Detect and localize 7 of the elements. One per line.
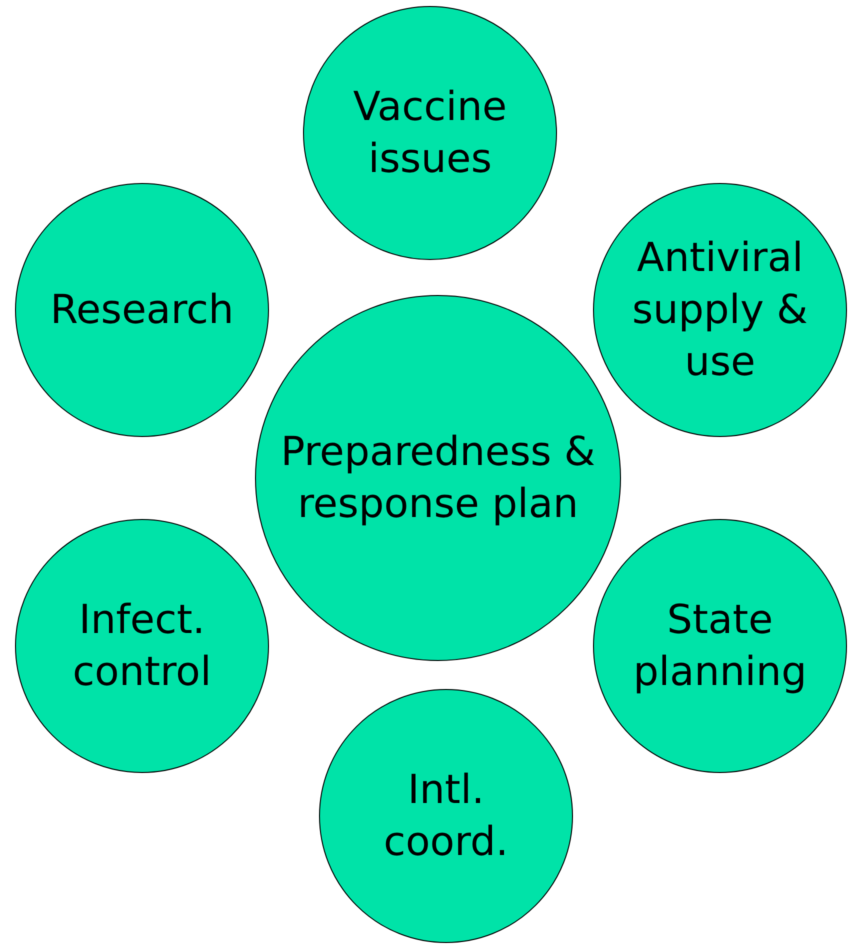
topic-label: Infect. control: [72, 596, 212, 697]
topic-label: Research: [49, 286, 235, 335]
topic-label: Antiviral supply & use: [631, 234, 809, 387]
topic-label: State planning: [632, 596, 808, 697]
topic-label: Preparedness & response plan: [280, 428, 596, 529]
topic-label: Vaccine issues: [352, 83, 508, 184]
topic-label: Intl. coord.: [382, 766, 510, 867]
